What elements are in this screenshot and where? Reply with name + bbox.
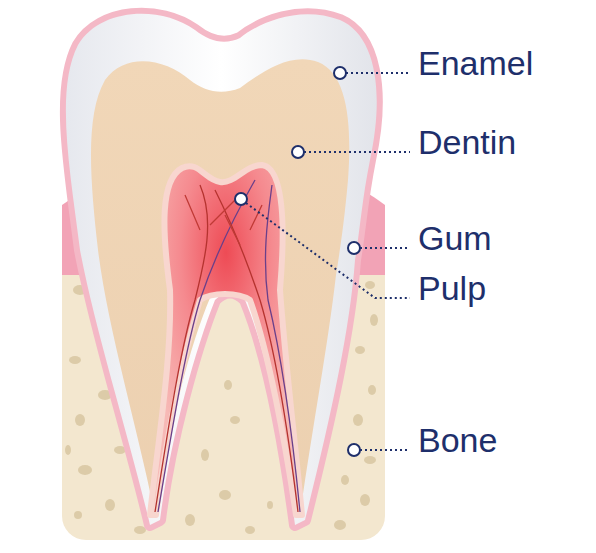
pulp-chamber [150, 165, 302, 515]
part-label: Gum [418, 221, 492, 255]
leader-dots [235, 67, 360, 456]
part-label: Bone [418, 423, 497, 457]
part-label: Pulp [418, 271, 486, 305]
leader-lines [246, 73, 410, 450]
nerves-vessels [155, 180, 300, 512]
part-label: Enamel [418, 46, 533, 80]
periodontal-layer [66, 14, 377, 525]
enamel-layer [66, 14, 377, 525]
part-label: Dentin [418, 125, 516, 159]
dentin-layer [91, 59, 349, 515]
